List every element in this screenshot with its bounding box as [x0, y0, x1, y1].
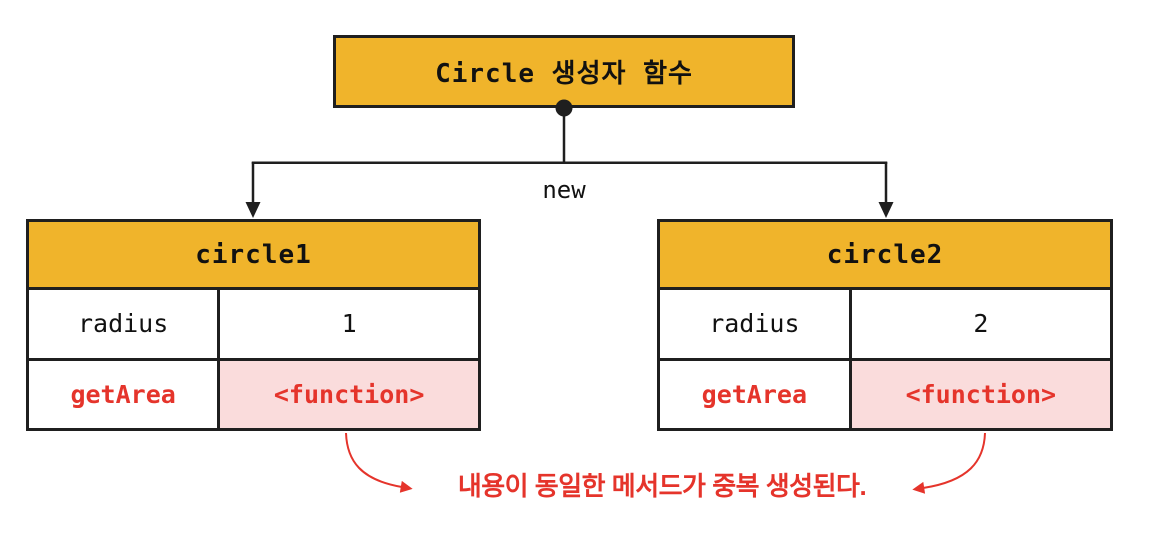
row-value: 1 — [341, 309, 357, 339]
row-value: 2 — [973, 309, 989, 339]
arrow-down-left-icon — [245, 202, 261, 218]
table-row: getArea <function> — [660, 357, 1110, 428]
table-title: circle2 — [660, 222, 1110, 290]
new-edge-label: new — [542, 176, 586, 204]
table-title: circle1 — [29, 222, 478, 290]
row-key-method: getArea — [29, 360, 221, 428]
arrow-down-right-icon — [878, 202, 894, 218]
constructor-function-box: Circle 생성자 함수 — [333, 35, 795, 108]
object-table-circle2: circle2 radius 2 getArea <function> — [657, 219, 1113, 431]
row-key: radius — [660, 290, 852, 358]
duplicate-method-annotation: 내용이 동일한 메서드가 중복 생성된다. — [457, 471, 867, 501]
function-highlight-cell: <function> — [851, 360, 1110, 428]
table-row: radius 1 — [29, 290, 478, 358]
function-highlight-cell: <function> — [220, 360, 478, 428]
object-table-circle1: circle1 radius 1 getArea <function> — [26, 219, 481, 431]
row-key: radius — [29, 290, 221, 358]
row-key-method: getArea — [660, 360, 852, 428]
curved-arrow-left-icon — [345, 432, 413, 493]
curved-arrow-right-icon — [912, 432, 986, 494]
table-row: getArea <function> — [29, 357, 478, 428]
table-row: radius 2 — [660, 290, 1110, 358]
